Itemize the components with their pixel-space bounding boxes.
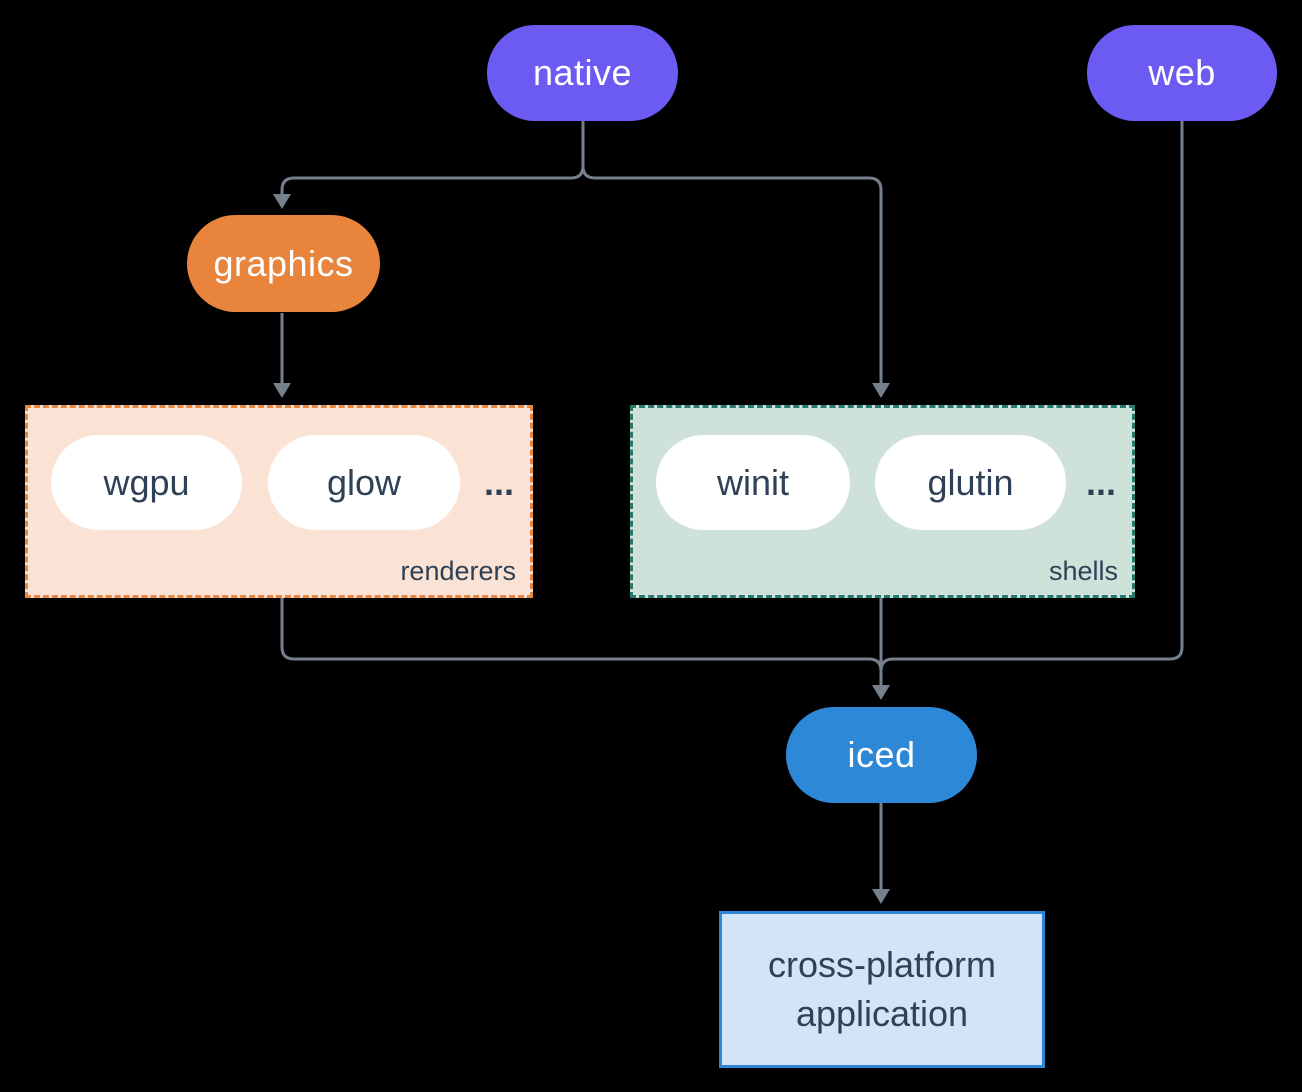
edge-native-shells	[581, 121, 883, 384]
application-box: cross-platform application	[719, 911, 1045, 1068]
renderers-ellipsis: ...	[483, 461, 514, 503]
application-label-line1: cross-platform	[767, 943, 997, 985]
pill-glow: glow	[268, 435, 460, 530]
renderers-group-label: renderers	[400, 556, 516, 586]
node-native-label: native	[532, 52, 633, 93]
arrowhead-renderers	[273, 383, 291, 398]
pill-wgpu-label: wgpu	[103, 461, 190, 503]
node-web: web	[1087, 25, 1277, 121]
application-label-line2: application	[795, 992, 969, 1034]
arrowhead-shells	[872, 383, 890, 398]
node-iced: iced	[786, 707, 977, 803]
node-graphics: graphics	[187, 215, 380, 312]
renderers-group: wgpu glow ... renderers	[25, 405, 533, 598]
node-iced-label: iced	[847, 734, 916, 775]
pill-wgpu: wgpu	[51, 435, 242, 530]
pill-glutin: glutin	[875, 435, 1066, 530]
arrowhead-application	[872, 889, 890, 904]
shells-ellipsis: ...	[1085, 461, 1116, 503]
shells-group: winit glutin ... shells	[630, 405, 1135, 598]
pill-winit: winit	[656, 435, 850, 530]
pill-winit-label: winit	[716, 461, 790, 503]
node-web-label: web	[1148, 52, 1216, 93]
node-native: native	[487, 25, 678, 121]
arrowhead-iced	[872, 685, 890, 700]
node-graphics-label: graphics	[213, 242, 354, 284]
edge-native-graphics	[280, 121, 585, 195]
shells-group-label: shells	[1048, 556, 1118, 586]
arrowhead-graphics	[273, 194, 291, 209]
edge-renderers-junction	[280, 598, 883, 672]
pill-glow-label: glow	[326, 461, 402, 503]
pill-glutin-label: glutin	[927, 461, 1014, 503]
